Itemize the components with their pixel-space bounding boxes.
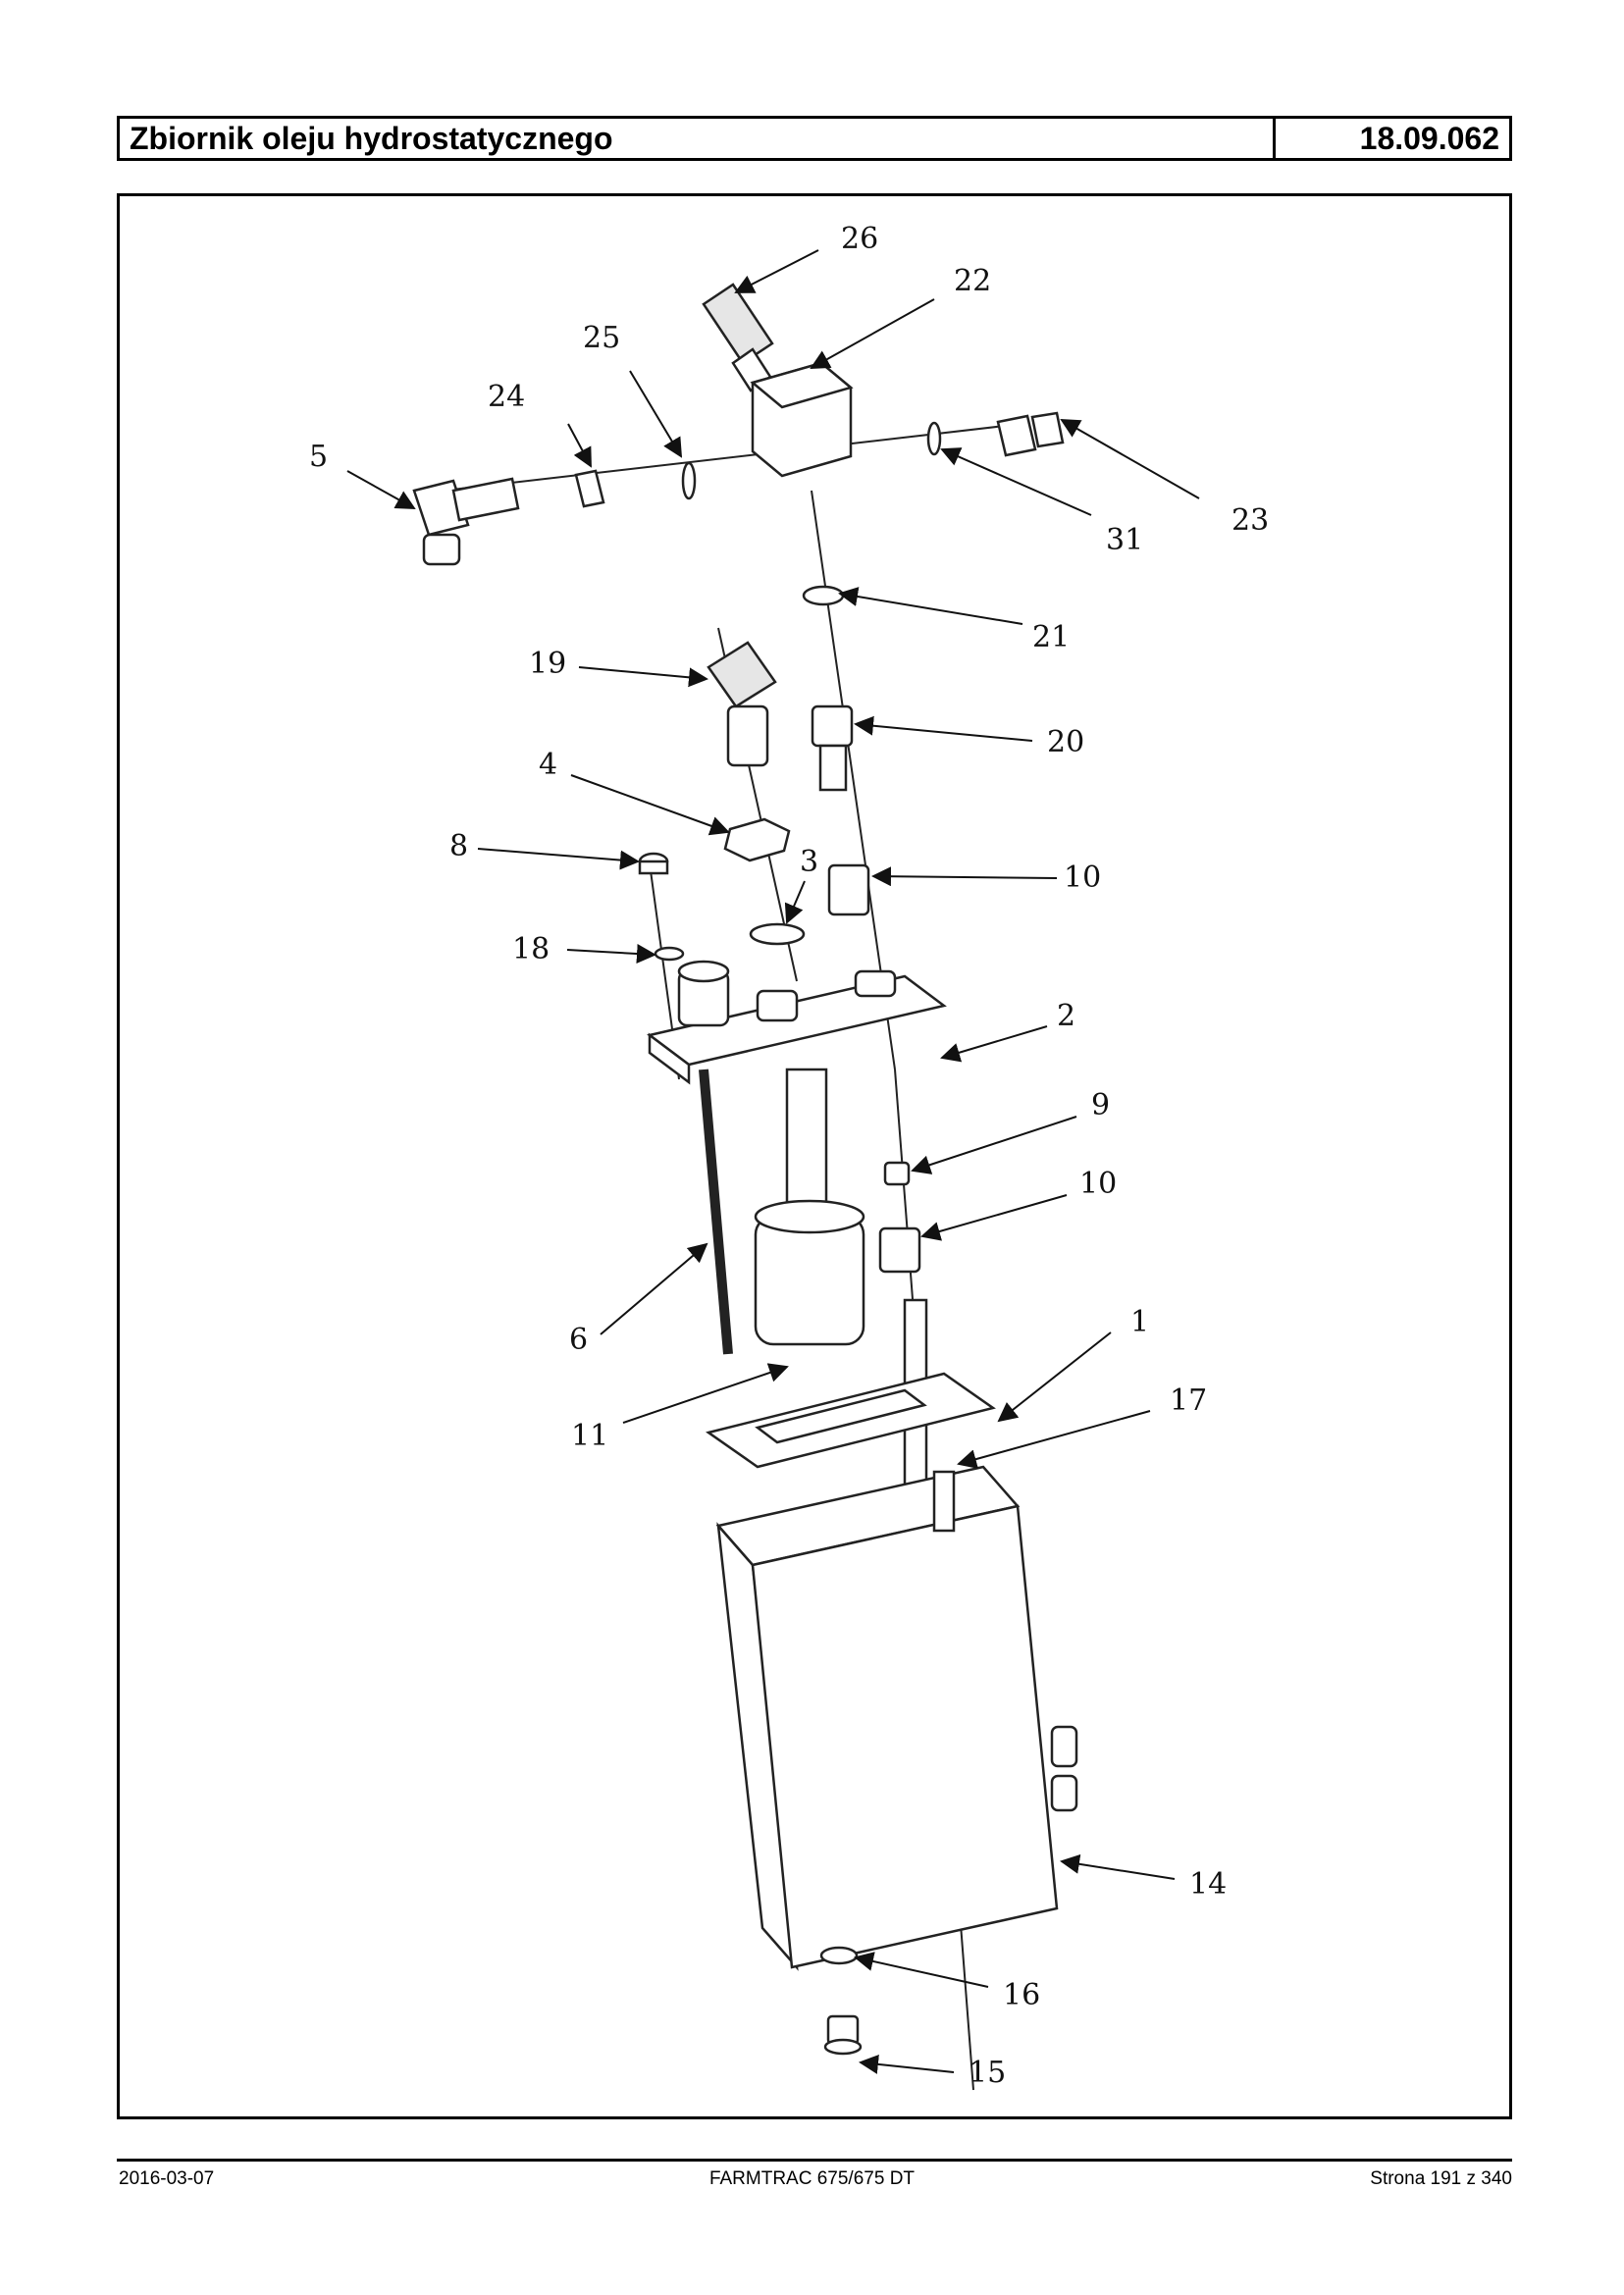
callout-23: 23 bbox=[1231, 503, 1269, 538]
nut-10-upper bbox=[827, 863, 870, 916]
cap-8 bbox=[638, 852, 669, 875]
callout-16: 16 bbox=[1003, 1978, 1040, 2012]
footer-date: 2016-03-07 bbox=[119, 2168, 215, 2189]
hose-fitting-top bbox=[702, 283, 774, 392]
nut-left bbox=[574, 469, 605, 508]
callout-14: 14 bbox=[1189, 1867, 1227, 1902]
callout-6: 6 bbox=[569, 1323, 588, 1357]
footer-model: FARMTRAC 675/675 DT bbox=[708, 2168, 916, 2189]
filter-body-11 bbox=[754, 1068, 865, 1346]
oil-tank-14 bbox=[715, 1465, 1078, 1971]
callout-3: 3 bbox=[800, 845, 818, 879]
valve-block bbox=[750, 361, 854, 478]
exploded-parts-diagram: 26 22 25 24 5 23 31 21 19 20 4 8 3 10 18… bbox=[117, 193, 1512, 2119]
nut-10-lower bbox=[878, 1226, 921, 1274]
cover-plate-2 bbox=[647, 960, 947, 1085]
callout-10-upper: 10 bbox=[1064, 861, 1101, 895]
callout-31: 31 bbox=[1106, 523, 1143, 557]
elbow-fitting-19 bbox=[707, 641, 777, 767]
fitting-right bbox=[996, 411, 1065, 457]
footer-divider bbox=[117, 2159, 1512, 2162]
washer-16 bbox=[819, 1946, 859, 1965]
elbow-fitting-left bbox=[412, 477, 520, 566]
callout-labels: 26 22 25 24 5 23 31 21 19 20 4 8 3 10 18… bbox=[309, 222, 1269, 2090]
washer-left bbox=[681, 461, 697, 500]
callout-21: 21 bbox=[1032, 620, 1070, 654]
callout-24: 24 bbox=[488, 380, 525, 414]
seal-ring-21 bbox=[802, 585, 845, 606]
callout-2: 2 bbox=[1057, 999, 1075, 1033]
callout-5: 5 bbox=[309, 440, 328, 474]
callout-8: 8 bbox=[449, 829, 468, 863]
washer-right bbox=[926, 421, 942, 456]
diagram-drawing: 26 22 25 24 5 23 31 21 19 20 4 8 3 10 18… bbox=[309, 222, 1269, 2091]
gasket-1 bbox=[706, 1372, 996, 1469]
drain-plug-15 bbox=[823, 2014, 863, 2056]
nut-4 bbox=[723, 817, 791, 862]
page-header: Zbiornik oleju hydrostatycznego 18.09.06… bbox=[117, 116, 1512, 161]
callout-17: 17 bbox=[1170, 1383, 1207, 1418]
page-title: Zbiornik oleju hydrostatycznego bbox=[120, 119, 1276, 158]
callout-20: 20 bbox=[1047, 725, 1084, 759]
callout-4: 4 bbox=[539, 748, 557, 782]
callout-22: 22 bbox=[954, 264, 991, 298]
document-code: 18.09.062 bbox=[1359, 121, 1499, 156]
callout-1: 1 bbox=[1130, 1305, 1149, 1339]
adapter-20 bbox=[811, 704, 854, 792]
callout-9: 9 bbox=[1091, 1088, 1110, 1122]
callout-26: 26 bbox=[841, 222, 878, 256]
footer-page-number: Strona 191 z 340 bbox=[1370, 2168, 1512, 2189]
leader-lines bbox=[346, 249, 1200, 2074]
rod-6 bbox=[699, 1069, 733, 1355]
callout-25: 25 bbox=[583, 321, 620, 355]
nipple-9 bbox=[883, 1161, 911, 1186]
washer-18 bbox=[654, 946, 685, 962]
seal-ring-3 bbox=[749, 922, 806, 946]
callout-15: 15 bbox=[969, 2056, 1006, 2090]
callout-19: 19 bbox=[529, 647, 566, 681]
callout-11: 11 bbox=[571, 1419, 608, 1453]
callout-10-lower: 10 bbox=[1079, 1167, 1117, 1201]
callout-18: 18 bbox=[512, 932, 550, 966]
